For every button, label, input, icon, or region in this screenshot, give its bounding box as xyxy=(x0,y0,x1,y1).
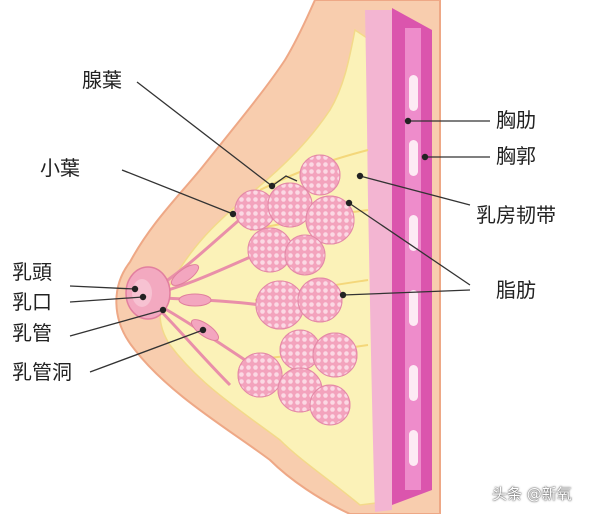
duct-sinuses xyxy=(170,264,220,341)
label-lobe: 腺葉 xyxy=(82,68,122,92)
nipple xyxy=(125,266,171,320)
label-duct-sinus: 乳管洞 xyxy=(12,360,72,384)
label-chest-wall: 胸郭 xyxy=(496,144,536,168)
lobules xyxy=(234,154,358,426)
chest-muscle xyxy=(365,10,392,512)
label-duct-opening: 乳口 xyxy=(12,290,52,314)
label-chest-muscle: 胸肋 xyxy=(496,108,536,132)
watermark: 头条 @新氧 xyxy=(492,485,572,503)
leader-dots xyxy=(131,117,429,334)
label-milk-duct: 乳管 xyxy=(12,321,52,345)
label-nipple: 乳頭 xyxy=(12,260,52,284)
leader-lines xyxy=(69,81,490,373)
label-lobule: 小葉 xyxy=(40,156,80,180)
ribs xyxy=(409,75,418,466)
label-fat: 脂肪 xyxy=(496,278,536,302)
label-ligament: 乳房韧带 xyxy=(476,203,556,227)
